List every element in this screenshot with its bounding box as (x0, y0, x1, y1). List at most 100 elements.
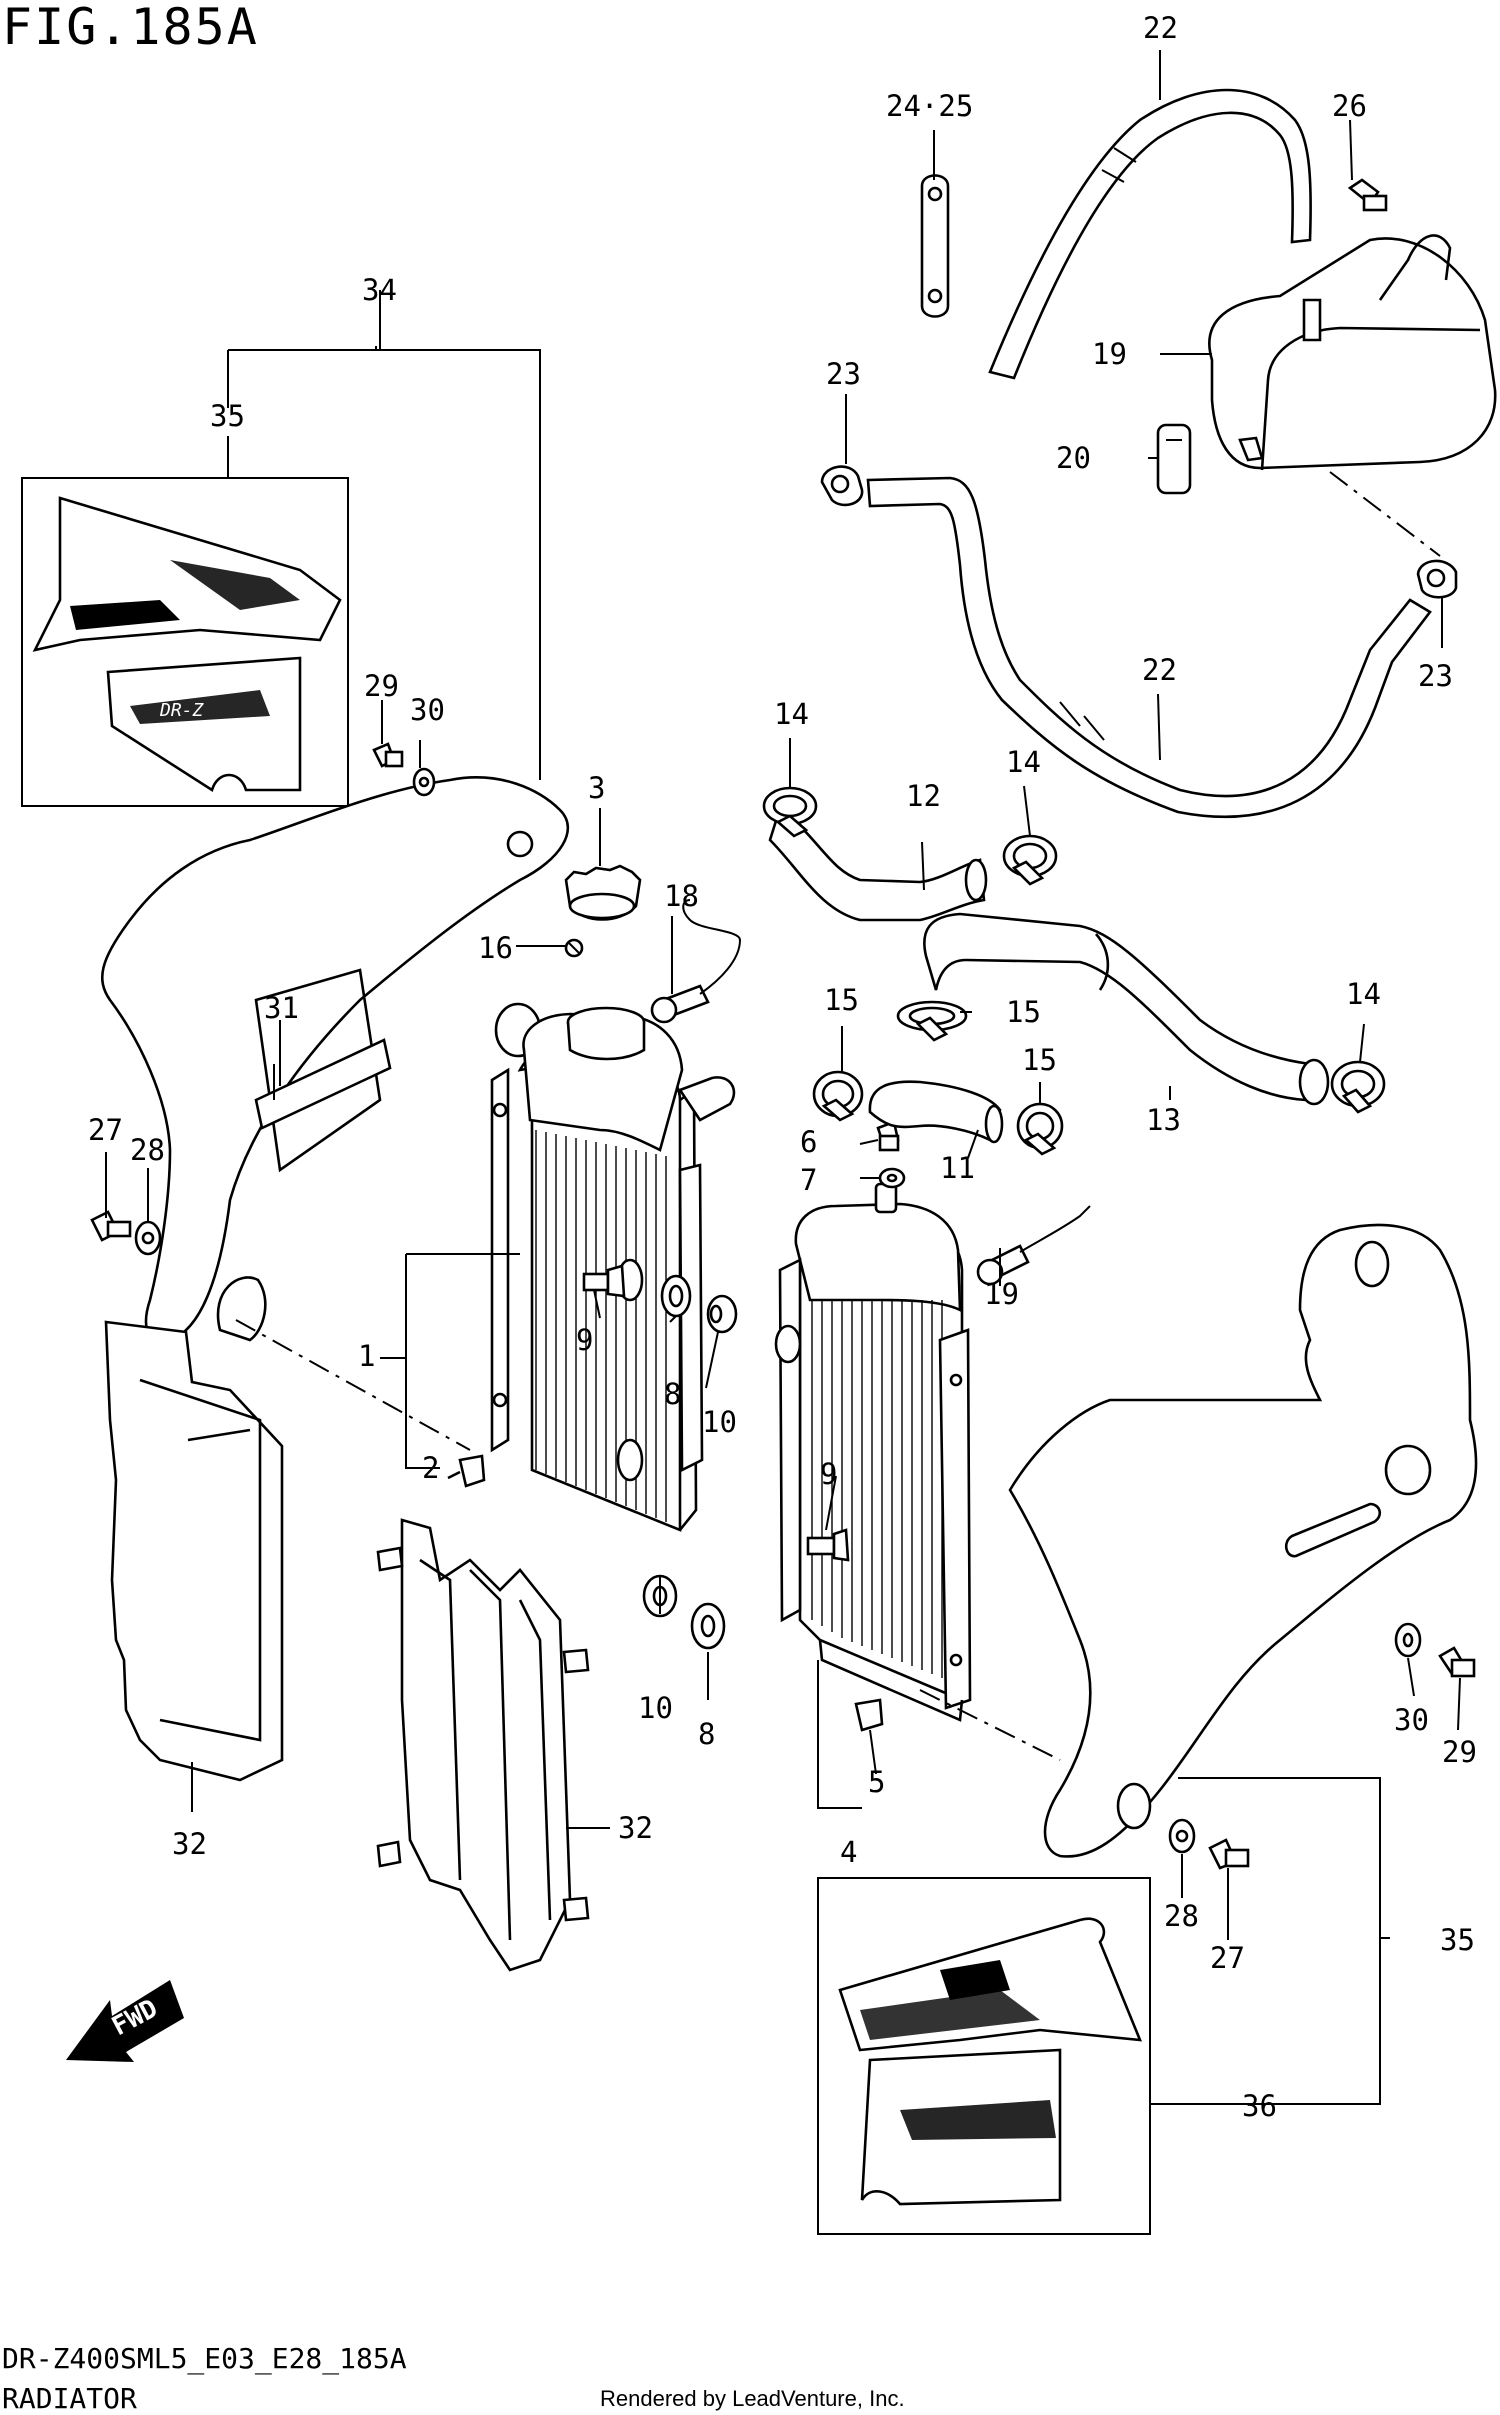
screw-16 (564, 938, 584, 958)
filler-neck (566, 1006, 646, 1061)
decal-box-34: DR-Z (21, 477, 349, 807)
callout-14b: 14 (1006, 745, 1041, 779)
clamp-14b (1002, 834, 1058, 886)
callout-11: 11 (940, 1151, 975, 1185)
clamp-14c (1330, 1060, 1386, 1114)
bolt-26 (1347, 178, 1388, 212)
reservoir-hose-21 (866, 476, 1432, 819)
callout-32-right: 32 (618, 1811, 653, 1845)
callout-35: 35 (1440, 1923, 1475, 1957)
callout-labels: 22 24·25 26 34 19 23 35 20 22 23 29 30 1… (88, 11, 1477, 2123)
callout-15b: 15 (1006, 995, 1041, 1029)
callout-14c: 14 (1346, 977, 1381, 1011)
washer-30-left (412, 767, 436, 797)
radiator-right-4 (774, 1182, 972, 1722)
hose-12 (923, 912, 1330, 1106)
callout-23b: 23 (1418, 659, 1453, 693)
callout-29-right: 29 (1442, 1735, 1477, 1769)
callout-33: 34 (362, 273, 397, 307)
callout-15c: 15 (1022, 1043, 1057, 1077)
bolt-9-left (582, 1264, 626, 1298)
callout-9-left: 9 (576, 1323, 593, 1357)
figure-title: FIG.185A (2, 0, 259, 56)
model-code: DR-Z400SML5_E03_E28_185A (2, 2342, 407, 2375)
section-name: RADIATOR (2, 2382, 137, 2415)
callout-8-right: 8 (698, 1717, 715, 1751)
hose-13 (768, 805, 988, 922)
callout-2: 2 (422, 1451, 439, 1485)
bracket-4 (817, 1742, 862, 1809)
callout-28-right: 28 (1164, 1899, 1199, 1933)
callout-7: 7 (800, 1163, 817, 1197)
callout-24-25: 24·25 (886, 89, 973, 123)
clamp-24-25 (920, 174, 950, 318)
callout-27-left: 27 (88, 1113, 123, 1147)
callout-15a: 15 (824, 983, 859, 1017)
callout-23a: 23 (826, 357, 861, 391)
radiator-cap-3 (564, 864, 642, 921)
callout-8-left: 8 (664, 1377, 681, 1411)
callout-36: 36 (1242, 2089, 1277, 2123)
leader-lines (105, 50, 1461, 2105)
radiator-guard-left-32 (104, 1320, 284, 1782)
callout-14a: 14 (774, 697, 809, 731)
callout-9-right: 9 (820, 1457, 837, 1491)
clamp-15b (896, 1000, 968, 1042)
callout-10-right: 10 (638, 1691, 673, 1725)
callout-22: 22 (1143, 11, 1178, 45)
clamp-15a (812, 1070, 864, 1122)
collar-28-left (134, 1220, 162, 1256)
shroud-guard-31 (254, 1038, 392, 1130)
credit: Rendered by LeadVenture, Inc. (600, 2386, 905, 2411)
reservoir-tank (1208, 234, 1497, 471)
bolt-27-right (1208, 1838, 1250, 1870)
callout-1: 1 (358, 1339, 375, 1373)
callout-13: 12 (906, 779, 941, 813)
bolt-6 (876, 1120, 900, 1152)
left-shroud-33 (101, 776, 570, 1343)
fan-switch-18 (976, 1205, 1091, 1286)
callout-29-left: 29 (364, 669, 399, 703)
callout-31: 31 (264, 991, 299, 1025)
callout-4: 4 (840, 1835, 857, 1869)
tank-cap-20 (1156, 423, 1192, 495)
radiator-guard-right-32 (376, 1518, 590, 1972)
callout-6: 6 (800, 1125, 817, 1159)
callout-12: 13 (1146, 1103, 1181, 1137)
decal-text: DR-Z (159, 700, 205, 721)
callout-30-left: 30 (410, 693, 445, 727)
hose-11 (868, 1080, 1004, 1144)
bolt-29-right (1438, 1646, 1476, 1678)
callout-18: 19 (984, 1277, 1019, 1311)
callout-19: 19 (1092, 337, 1127, 371)
collar-28-right (1168, 1818, 1196, 1854)
callout-17: 18 (664, 879, 699, 913)
callout-30-right: 30 (1394, 1703, 1429, 1737)
nut-5 (854, 1698, 884, 1732)
callout-34: 35 (210, 399, 245, 433)
overflow-hose-22 (988, 88, 1312, 380)
callout-26: 26 (1332, 89, 1367, 123)
right-radiator-fins (811, 1300, 943, 1678)
right-shroud-35 (1008, 1223, 1478, 1858)
clamp-23a (820, 465, 864, 507)
callout-16: 16 (478, 931, 513, 965)
callout-27-right: 27 (1210, 1941, 1245, 1975)
decal-box-36 (817, 1877, 1151, 2235)
clamp-14a (762, 786, 818, 838)
left-radiator-fins (535, 1130, 667, 1522)
callout-32-left: 32 (172, 1827, 207, 1861)
callout-5: 5 (868, 1765, 885, 1799)
callout-28-left: 28 (130, 1133, 165, 1167)
nut-2 (447, 1454, 486, 1488)
grommet-8-right (690, 1602, 726, 1650)
callout-20: 20 (1056, 441, 1091, 475)
bolt-9-right (806, 1528, 850, 1562)
callout-21: 22 (1142, 653, 1177, 687)
clamp-15c (1016, 1102, 1064, 1156)
fwd-arrow: FWD (66, 1980, 184, 2062)
washer-30-right (1394, 1622, 1422, 1658)
collar-10-left (706, 1294, 738, 1334)
fan-switch-17 (650, 899, 742, 1024)
